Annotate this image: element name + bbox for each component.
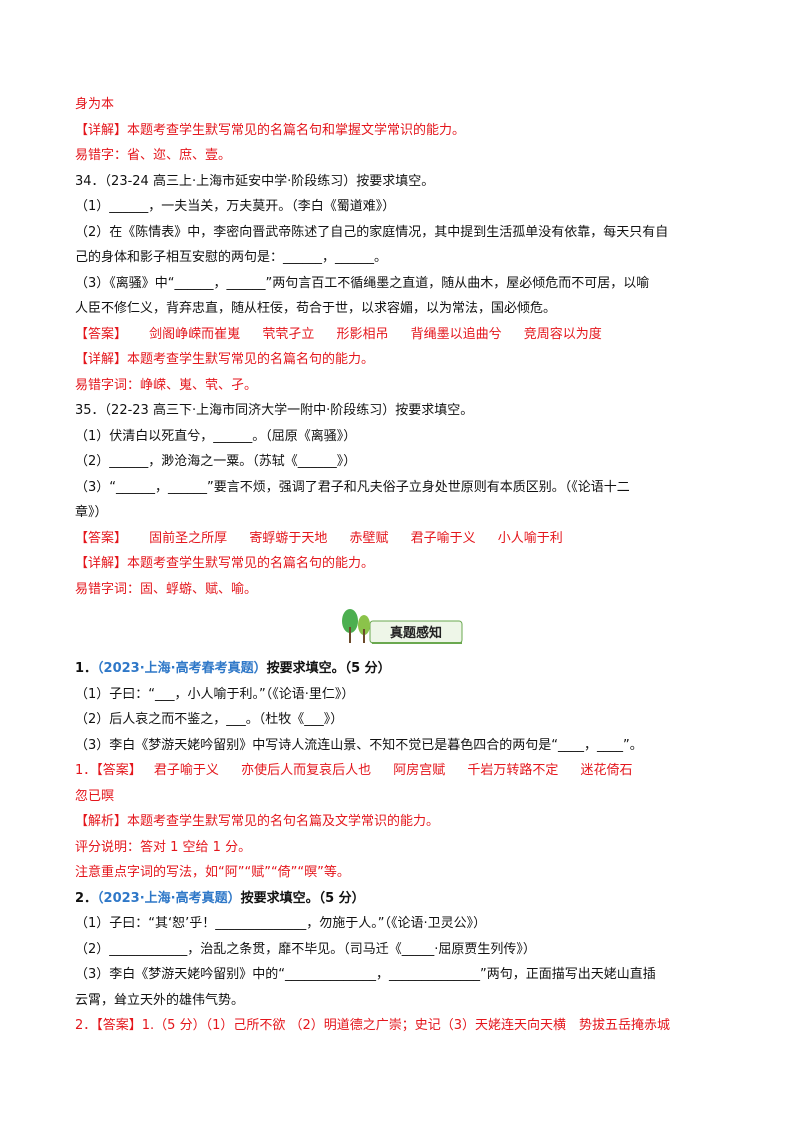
q35-line-1: （1）伏清白以死直兮，______。（屈原《离骚》） <box>75 428 357 444</box>
answer-item: 赤壁赋 <box>349 530 389 546</box>
e1-line-1: （1）子曰：“___，小人喻于利。”（《论语·里仁》） <box>75 686 355 702</box>
q34-detail: 【详解】本题考查学生默写常见的名篇名句的能力。 <box>75 352 375 367</box>
q35-line-2: （2）______，渺沧海之一粟。（苏轼《______》） <box>75 454 357 469</box>
e1-answer-cont: 忽已暝 <box>75 788 115 804</box>
e1-line-3: （3）李白《梦游天姥吟留别》中写诗人流连山景、不知不觉已是暮色四合的两句是“__… <box>75 737 643 753</box>
exam-number: 2． <box>75 890 98 906</box>
q34-line-3b: 人臣不修仁义，背弃忠直，随从枉佞，苟合于世，以求容媚，以为常法，国必倾危。 <box>75 301 557 316</box>
exam-instruction: 按要求填空。（5 分） <box>266 661 391 676</box>
answer-item: 背绳墨以追曲兮 <box>410 326 502 342</box>
e1-score: 评分说明：答对 1 空给 1 分。 <box>75 839 252 855</box>
answer-item: 君子喻于义 <box>153 763 219 778</box>
answer-item: 剑阁峥嵘而崔嵬 <box>149 326 241 342</box>
e1-note: 注意重点字词的写法，如“阿”“赋”“倚”“暝”等。 <box>75 865 350 880</box>
q35-answer: 【答案】 固前圣之所厚 寄蜉蝣于天地 赤壁赋 君子喻于义 小人喻于利 <box>75 526 730 552</box>
e2-line-1: （1）子曰：“其‘恕’乎！______________，勿施于人。”（《论语·卫… <box>75 916 487 931</box>
q35-line-3a: （3）“______，______”要言不烦，强调了君子和凡夫俗子立身处世原则有… <box>75 479 630 495</box>
document-page: 身为本 【详解】本题考查学生默写常见的名篇名句和掌握文学常识的能力。 易错字：省… <box>75 92 730 1039</box>
exam-1-header: 1．（2023·上海·高考春考真题）按要求填空。（5 分） <box>75 656 730 682</box>
e2-line-2: （2）____________，治乱之条贯，靡不毕见。（司马迁《_____·屈原… <box>75 941 536 957</box>
q34-line-2a: （2）在《陈情表》中，李密向晋武帝陈述了自己的家庭情况，其中提到生活孤单没有依靠… <box>75 224 669 240</box>
answer-item: 固前圣之所厚 <box>149 530 228 546</box>
answer-label: 【答案】 <box>75 530 128 546</box>
e1-analysis: 【解析】本题考查学生默写常见的名句名篇及文学常识的能力。 <box>75 814 440 829</box>
tree-banner-icon: 真题感知 <box>341 609 462 644</box>
answer-item: 形影相吊 <box>336 326 389 342</box>
answer-item: 寄蜉蝣于天地 <box>249 530 328 546</box>
section-banner: 真题感知 <box>75 606 730 650</box>
exam-source: （2023·上海·高考真题） <box>97 890 241 906</box>
answer-item: 小人喻于利 <box>497 530 563 546</box>
answer-label: 1．【答案】 <box>75 763 142 778</box>
answer-item: 竞周容以为度 <box>523 326 602 342</box>
e1-line-2: （2）后人哀之而不鉴之，___。（杜牧《___》） <box>75 712 344 727</box>
e2-line-3b: 云霄，耸立天外的雄伟气势。 <box>75 992 245 1008</box>
detail-text: 【详解】本题考查学生默写常见的名篇名句和掌握文学常识的能力。 <box>75 122 466 138</box>
e2-line-3a: （3）李白《梦游天姥吟留别》中的“______________，________… <box>75 967 656 982</box>
continued-answer: 身为本 <box>75 97 115 112</box>
answer-item: 迷花倚石 <box>580 763 633 778</box>
answer-item: 茕茕孑立 <box>262 326 315 342</box>
q34-wrong: 易错字词：峥嵘、嵬、茕、孑。 <box>75 377 258 393</box>
q34-line-1: （1）______，一夫当关，万夫莫开。（李白《蜀道难》） <box>75 199 396 214</box>
q34-line-2b: 己的身体和影子相互安慰的两句是：______，______。 <box>75 250 388 265</box>
wrong-chars: 易错字：省、迩、庶、壹。 <box>75 148 232 163</box>
answer-item: 千岩万转路不定 <box>467 763 559 778</box>
question-34-header: 34．（23-24 高三上·上海市延安中学·阶段练习）按要求填空。 <box>75 173 435 189</box>
q35-line-3b: 章》） <box>75 505 108 520</box>
q34-line-3a: （3）《离骚》中“______，______”两句言百工不循绳墨之直道，随从曲木… <box>75 275 650 291</box>
answer-item: 阿房宫赋 <box>393 763 446 778</box>
q35-detail: 【详解】本题考查学生默写常见的名篇名句的能力。 <box>75 556 375 571</box>
answer-item: 亦使后人而复哀后人也 <box>241 763 372 778</box>
e2-answer: 2．【答案】1.（5 分）（1）己所不欲 （2）明道德之广崇；史记（3）天姥连天… <box>75 1018 671 1033</box>
e1-answer: 1．【答案】 君子喻于义 亦使后人而复哀后人也 阿房宫赋 千岩万转路不定 迷花倚… <box>75 758 730 784</box>
answer-label: 【答案】 <box>75 326 128 342</box>
exam-source: （2023·上海·高考春考真题） <box>97 661 267 676</box>
question-35-header: 35．（22-23 高三下·上海市同济大学一附中·阶段练习）按要求填空。 <box>75 403 474 418</box>
q34-answer: 【答案】 剑阁峥嵘而崔嵬 茕茕孑立 形影相吊 背绳墨以追曲兮 竞周容以为度 <box>75 322 730 348</box>
answer-item: 君子喻于义 <box>410 530 476 546</box>
exam-instruction: 按要求填空。（5 分） <box>240 890 365 906</box>
q35-wrong: 易错字词：固、蜉蝣、赋、喻。 <box>75 581 258 597</box>
exam-2-header: 2．（2023·上海·高考真题）按要求填空。（5 分） <box>75 886 730 912</box>
exam-number: 1． <box>75 661 98 676</box>
banner-title: 真题感知 <box>389 625 441 641</box>
